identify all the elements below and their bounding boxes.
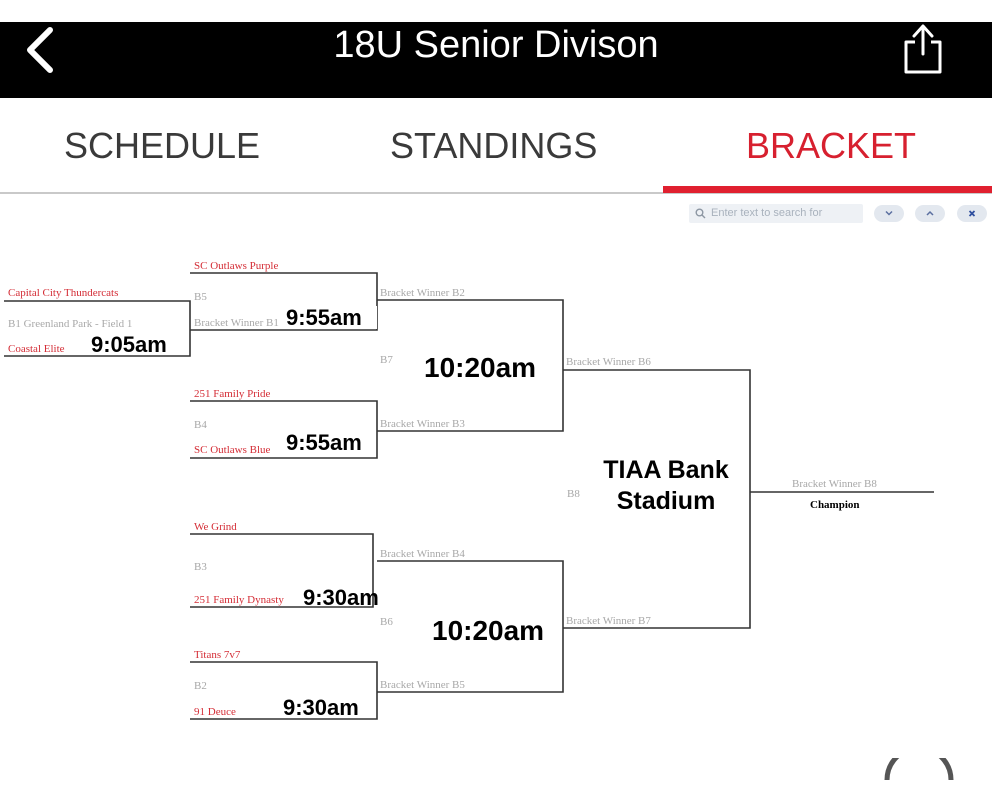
team-name[interactable]: Bracket Winner B6 — [566, 356, 651, 368]
tab-bracket[interactable]: BRACKET — [746, 125, 917, 166]
search-input[interactable]: Enter text to search for — [689, 204, 863, 223]
venue-name: TIAA Bank — [603, 456, 729, 484]
match-id: B5 — [194, 291, 207, 303]
match-b3: We Grind B3 251 Family Dynasty 9:30am — [194, 521, 379, 610]
search-close-button[interactable] — [957, 205, 987, 222]
search-next-button[interactable] — [874, 205, 904, 222]
chevron-up-icon — [926, 210, 934, 216]
match-id: B2 — [194, 680, 207, 692]
tab-schedule[interactable]: SCHEDULE — [64, 125, 261, 166]
match-time: 9:55am — [286, 430, 362, 455]
close-icon — [968, 210, 976, 217]
match-time: 9:05am — [91, 332, 167, 357]
team-name[interactable]: Titans 7v7 — [194, 649, 241, 661]
status-bar-gap — [0, 0, 992, 22]
page-title: 18U Senior Divison — [333, 24, 659, 66]
tab-standings[interactable]: STANDINGS — [390, 125, 598, 166]
chevron-down-icon — [885, 210, 893, 216]
match-id: B4 — [194, 419, 207, 431]
team-name[interactable]: SC Outlaws Purple — [194, 260, 278, 272]
match-id: B3 — [194, 561, 207, 573]
search-icon — [695, 208, 706, 219]
time-backdrop — [283, 306, 377, 329]
match-b1: Capital City Thundercats B1 Greenland Pa… — [8, 287, 167, 357]
match-id: B1 Greenland Park - Field 1 — [8, 318, 132, 330]
match-time: 9:30am — [303, 585, 379, 610]
app-header: 18U Senior Divison — [0, 22, 992, 98]
team-name[interactable]: Bracket Winner B8 — [792, 478, 877, 490]
team-name[interactable]: Coastal Elite — [8, 343, 65, 355]
search-placeholder: Enter text to search for — [711, 207, 823, 219]
match-b6: Bracket Winner B4 B6 10:20am Bracket Win… — [380, 548, 544, 691]
tab-bar: SCHEDULE STANDINGS BRACKET — [0, 98, 992, 194]
team-name[interactable]: 91 Deuce — [194, 706, 236, 718]
chevron-left-icon — [27, 27, 53, 73]
match-time: 10:20am — [432, 615, 544, 646]
match-b2: Titans 7v7 B2 91 Deuce 9:30am — [194, 649, 359, 720]
tab-divider — [0, 192, 992, 194]
team-name[interactable]: SC Outlaws Blue — [194, 444, 271, 456]
team-name[interactable]: Bracket Winner B4 — [380, 548, 465, 560]
match-id: B7 — [380, 354, 393, 366]
team-name[interactable]: Bracket Winner B1 — [194, 317, 279, 329]
match-b5: SC Outlaws Purple B5 Bracket Winner B1 9… — [194, 260, 377, 330]
match-id: B6 — [380, 616, 393, 628]
bracket-lines — [4, 272, 934, 720]
team-name[interactable]: Bracket Winner B2 — [380, 287, 465, 299]
match-b8: Bracket Winner B6 B8 TIAA Bank Stadium B… — [566, 356, 729, 627]
share-icon — [904, 24, 942, 74]
team-name[interactable]: Bracket Winner B7 — [566, 615, 651, 627]
match-time: 9:30am — [283, 695, 359, 720]
team-name[interactable]: Capital City Thundercats — [8, 287, 118, 299]
champion-label: Champion — [810, 499, 860, 511]
tournament-bracket: Capital City Thundercats B1 Greenland Pa… — [4, 260, 934, 720]
venue-name: Stadium — [617, 487, 716, 515]
match-b7: Bracket Winner B2 B7 10:20am Bracket Win… — [380, 287, 536, 430]
search-prev-button[interactable] — [915, 205, 945, 222]
scroll-indicator — [884, 758, 954, 781]
share-button[interactable] — [898, 22, 948, 78]
back-button[interactable] — [22, 24, 62, 84]
champion-slot: Bracket Winner B8 Champion — [792, 478, 877, 511]
team-name[interactable]: We Grind — [194, 521, 237, 533]
team-name[interactable]: 251 Family Dynasty — [194, 594, 284, 606]
match-b4: 251 Family Pride B4 SC Outlaws Blue 9:55… — [194, 388, 362, 456]
match-id: B8 — [567, 488, 580, 500]
match-time: 10:20am — [424, 352, 536, 383]
active-tab-indicator — [663, 186, 992, 193]
team-name[interactable]: 251 Family Pride — [194, 388, 271, 400]
match-time: 9:55am — [286, 305, 362, 330]
team-name[interactable]: Bracket Winner B3 — [380, 418, 465, 430]
team-name[interactable]: Bracket Winner B5 — [380, 679, 465, 691]
